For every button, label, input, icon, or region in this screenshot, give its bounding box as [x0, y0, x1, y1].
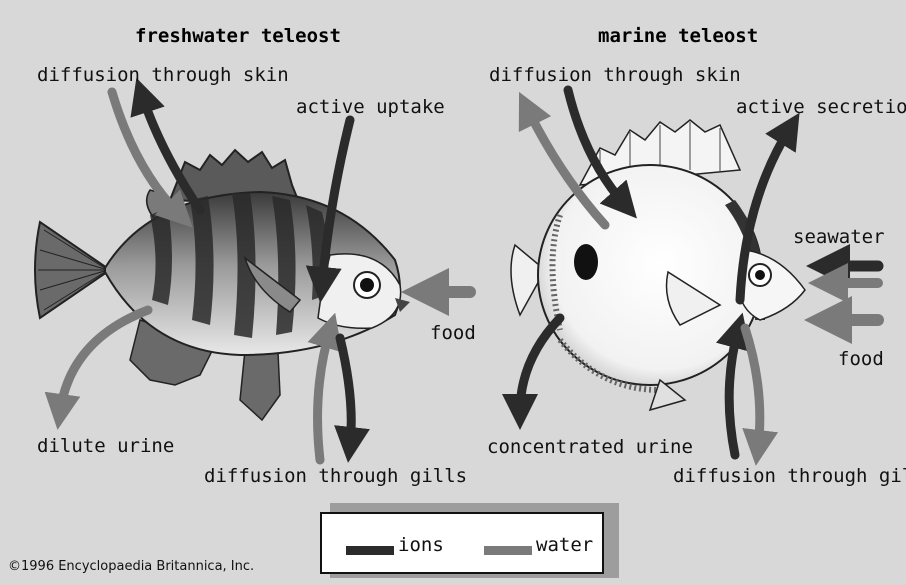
m-urine-label: concentrated urine — [487, 438, 693, 457]
fw-urine-label: dilute urine — [37, 437, 174, 456]
legend-water-label: water — [536, 536, 593, 555]
fw-skin-label: diffusion through skin — [37, 66, 289, 85]
m-gill-ion-arrow — [729, 330, 738, 455]
m-food-label: food — [838, 350, 884, 369]
legend-water-swatch — [484, 546, 532, 555]
m-secretion-label: active secretion — [736, 98, 906, 117]
marine-title: marine teleost — [598, 27, 758, 46]
freshwater-fish — [35, 150, 410, 420]
m-gills-label: diffusion through gills — [673, 467, 906, 486]
freshwater-title: freshwater teleost — [135, 27, 341, 46]
legend-ions-swatch — [346, 546, 394, 555]
fw-uptake-label: active uptake — [296, 98, 445, 117]
fw-gills-label: diffusion through gills — [204, 467, 467, 486]
m-seawater-label: seawater — [793, 228, 885, 247]
freshwater-pelvic-fin — [240, 350, 280, 420]
fw-gill-water-arrow — [318, 330, 330, 460]
marine-eye-spot — [574, 244, 598, 280]
m-gill-water-arrow — [745, 328, 760, 448]
m-skin-label: diffusion through skin — [489, 66, 741, 85]
legend: ions water — [320, 512, 604, 574]
fw-food-label: food — [430, 324, 476, 343]
fw-gill-ion-arrow — [340, 338, 351, 445]
legend-ions-label: ions — [398, 536, 444, 555]
copyright-notice: ©1996 Encyclopaedia Britannica, Inc. — [8, 560, 254, 573]
